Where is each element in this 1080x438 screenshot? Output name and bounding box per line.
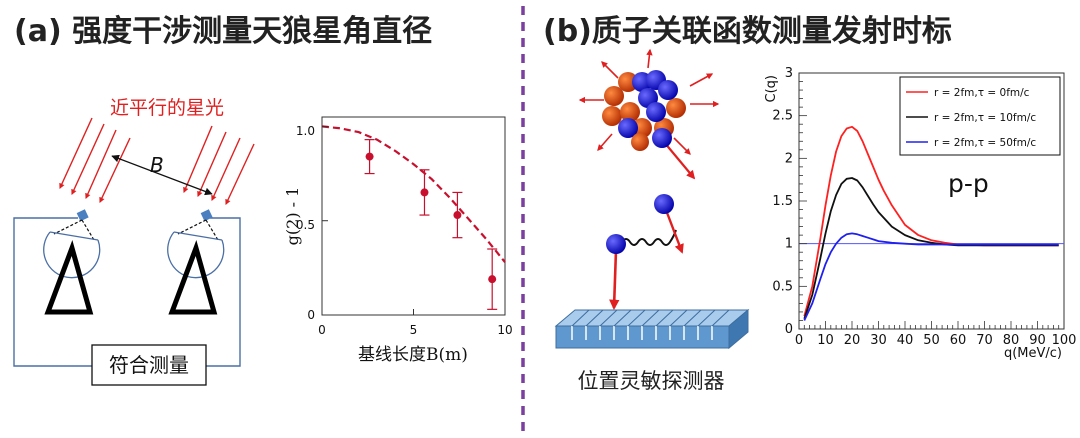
chart-b-x-tick-4: 40 (897, 333, 914, 348)
chart-b-y-tick-4: 2 (785, 151, 793, 166)
emitting-nucleus (578, 48, 720, 180)
chart-b-x-tick-2: 20 (844, 333, 861, 348)
chart-b-series-1 (803, 177, 1059, 320)
chart-b-x-tick-6: 60 (950, 333, 967, 348)
chart-b-x-tick-9: 90 (1029, 333, 1046, 348)
detector-label: 位置灵敏探测器 (578, 369, 725, 393)
chart-a-y-tick-2: 1.0 (296, 124, 315, 138)
chart-a-point-2 (453, 211, 462, 220)
chart-b-y-tick-6: 3 (785, 66, 793, 81)
chart-b-x-label: q(MeV/c) (1004, 346, 1062, 361)
position-sensitive-detector (554, 308, 750, 350)
chart-b-x-tick-10: 100 (1052, 333, 1077, 348)
legend-label-1: r = 2fm,τ = 10fm/c (934, 112, 1036, 124)
chart-b-y-tick-5: 2.5 (772, 109, 793, 124)
proton-pair (606, 194, 684, 311)
coincidence-box (91, 344, 207, 386)
baseline-arrow (111, 154, 213, 196)
chart-b-y-label: C(q) (764, 75, 779, 102)
chart-a-y-label: g(2) - 1 (283, 187, 302, 246)
proton-right (654, 194, 674, 214)
chart-a-point-3 (488, 275, 497, 284)
baseline-symbol: B (150, 153, 164, 177)
chart-b-legend: r = 2fm,τ = 0fm/c r = 2fm,τ = 10fm/c r =… (899, 76, 1061, 156)
chart-b-x-tick-8: 80 (1003, 333, 1020, 348)
proton-left (606, 234, 626, 254)
telescope-left (43, 209, 101, 315)
chart-a-y-tick-0: 0 (307, 308, 315, 322)
chart-a-x-tick-1: 5 (410, 323, 418, 337)
chart-b-series-2 (803, 232, 1059, 321)
chart-b-x-tick-1: 10 (817, 333, 834, 348)
chart-b-y-tick-0: 0 (785, 322, 793, 337)
chart-b-y-tick-3: 1.5 (772, 194, 793, 209)
panel-b-title: (b)质子关联函数测量发射时标 (543, 14, 952, 49)
telescope-right (167, 209, 225, 315)
legend-label-2: r = 2fm,τ = 50fm/c (934, 137, 1036, 149)
chart-a-x-tick-2: 10 (497, 323, 512, 337)
chart-b-x-tick-7: 70 (976, 333, 993, 348)
circuit-wire (13, 217, 241, 367)
detector-left (76, 209, 89, 222)
chart-a-x-label: 基线长度B(m) (358, 345, 468, 365)
chart-a-y-tick-1: 0.5 (296, 218, 315, 232)
chart-b-x-tick-0: 0 (795, 333, 803, 348)
panel-a-title: (a) 强度干涉测量天狼星角直径 (14, 14, 432, 49)
chart-b-y-tick-1: 0.5 (772, 279, 793, 294)
chart-a-point-0 (365, 152, 374, 161)
coincidence-label: 符合测量 (109, 353, 189, 377)
chart-a: 0 5 10 0 0.5 1.0 基线长度B(m) g(2) - 1 (283, 116, 513, 365)
chart-b: 0 10 20 30 40 50 60 70 80 90 100 0 0.5 1 1.5 2 2.5 3 q(Me… (764, 66, 1076, 361)
chart-b-x-tick-3: 30 (870, 333, 887, 348)
chart-b-x-tick-5: 50 (923, 333, 940, 348)
chart-a-fit-curve (321, 125, 506, 263)
detector-right (200, 209, 213, 222)
chart-a-frame (321, 116, 506, 316)
chart-b-annotation: p-p (948, 169, 989, 198)
chart-a-x-tick-0: 0 (318, 323, 326, 337)
starlight-label: 近平行的星光 (110, 97, 224, 119)
chart-a-point-1 (420, 188, 429, 197)
chart-b-y-tick-2: 1 (785, 237, 793, 252)
legend-label-0: r = 2fm,τ = 0fm/c (934, 87, 1030, 99)
